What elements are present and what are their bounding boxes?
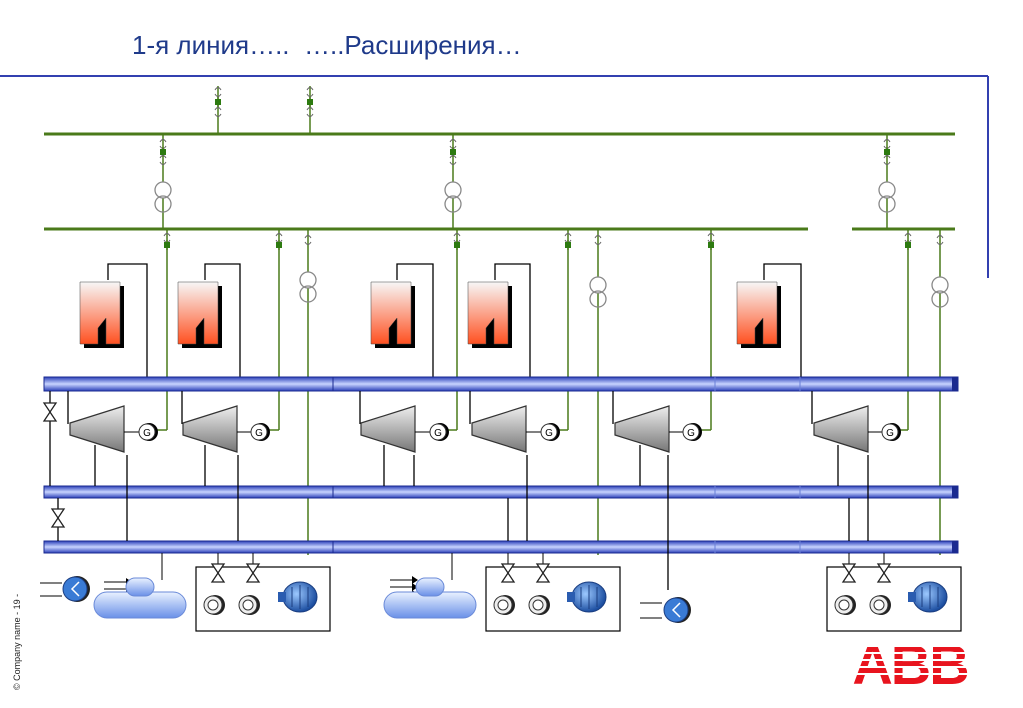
boiler-icon — [736, 281, 782, 349]
valve-icon — [877, 563, 891, 583]
slide-frame — [0, 75, 989, 278]
heat-exchanger-icon — [663, 596, 692, 624]
hv-busbar — [44, 86, 955, 136]
tank-icon — [93, 577, 187, 619]
boiler-icon — [177, 281, 223, 349]
aux-box-1 — [195, 553, 331, 632]
boilers — [79, 281, 782, 349]
valve-icon — [211, 563, 225, 583]
turbine-icon — [614, 405, 670, 453]
breaker-icon — [214, 96, 222, 108]
valve-icon — [246, 563, 260, 583]
generators: G G G G G G — [124, 422, 902, 442]
turbine-icon — [471, 405, 527, 453]
generator-label: G — [143, 428, 151, 439]
valve-icon — [51, 508, 65, 528]
valve-icon — [43, 402, 57, 422]
tank-icon — [383, 577, 477, 619]
motor-icon — [277, 581, 318, 613]
svg-text:ABB: ABB — [852, 633, 967, 696]
heat-exchanger-center — [640, 596, 692, 624]
abb-logo: ABB — [848, 633, 975, 696]
turbine-icon — [360, 405, 416, 453]
valve-icon — [842, 563, 856, 583]
heat-exchanger-icon — [62, 575, 91, 603]
generator-label: G — [255, 428, 263, 439]
generator-feeders — [152, 229, 909, 431]
generator-label: G — [434, 428, 442, 439]
bypass-valves — [43, 391, 65, 541]
turbines — [69, 405, 869, 453]
turbine-lines — [67, 391, 869, 590]
breaker-icon — [306, 96, 314, 108]
turbine-icon — [182, 405, 238, 453]
transformer-feeders — [154, 134, 896, 229]
generator-label: G — [687, 428, 695, 439]
generator-breakers — [163, 233, 912, 251]
pump-icon — [834, 594, 857, 616]
slide-title: 1-я линия….. …..Расширения… — [132, 30, 522, 60]
motor-icon — [907, 581, 948, 613]
pump-icon — [203, 594, 226, 616]
aux-box-2 — [485, 553, 621, 632]
feedwater-center — [383, 553, 477, 619]
pump-icon — [528, 594, 551, 616]
pump-icon — [493, 594, 516, 616]
boiler-icon — [370, 281, 416, 349]
valve-icon — [536, 563, 550, 583]
turbine-icon — [69, 405, 125, 453]
boiler-steam-lines — [107, 263, 802, 378]
turbine-icon — [813, 405, 869, 453]
generator-label: G — [545, 428, 553, 439]
aux-transformer-feeders — [299, 229, 949, 555]
generator-label: G — [886, 428, 894, 439]
boiler-icon — [79, 281, 125, 349]
pump-icon — [238, 594, 261, 616]
steam-headers — [43, 376, 959, 554]
motor-icon — [566, 581, 607, 613]
feedwater-left — [40, 553, 187, 619]
valve-icon — [501, 563, 515, 583]
pump-icon — [869, 594, 892, 616]
aux-box-3 — [826, 553, 962, 632]
boiler-icon — [467, 281, 513, 349]
